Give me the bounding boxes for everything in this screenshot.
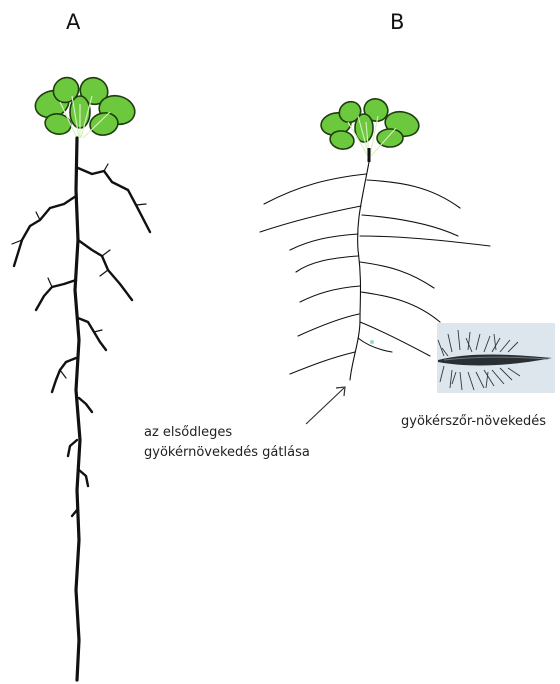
plant-a-lateral-root [14, 196, 76, 266]
plant-a-rosette [32, 72, 138, 138]
panel-label-b: B [390, 10, 404, 34]
plant-b-lateral-root [290, 234, 358, 250]
plant-b-lateral-root [361, 292, 440, 322]
plant-b-primary-root [350, 162, 369, 380]
plant-a [12, 72, 150, 680]
plant-a-lateral-root [78, 240, 132, 300]
plant-b-rosette [319, 95, 421, 162]
plant-a-lateral-root [79, 470, 88, 486]
panel-label-a: A [66, 10, 80, 34]
plant-a-root-system [12, 138, 150, 680]
plant-b-lateral-root [367, 180, 460, 208]
arrow-icon [306, 387, 345, 424]
plant-b-lateral-root [260, 206, 361, 232]
plant-b-lateral-root [300, 286, 360, 302]
plant-b-lateral-root [358, 338, 392, 352]
plant-b-lateral-root [264, 174, 366, 204]
plant-b-lateral-root [360, 322, 430, 356]
primary-root-inhibition-line-2: gyökérnövekedés gátlása [144, 443, 310, 463]
plant-a-lateral-root [36, 280, 76, 310]
root-tip-dot [370, 340, 374, 344]
plant-a-lateral-root [72, 510, 77, 516]
plant-b-lateral-root [290, 352, 355, 374]
plant-a-primary-root [75, 138, 80, 680]
plant-a-lateral-root [78, 168, 150, 232]
plant-b-lateral-root [298, 314, 359, 336]
primary-root-inhibition-label: az elsődleges gyökérnövekedés gátlása [144, 423, 310, 463]
primary-root-inhibition-line-1: az elsődleges [144, 423, 310, 443]
root-hair-growth-label: gyökérszőr-növekedés [401, 412, 546, 432]
plant-a-lateral-root [78, 318, 106, 350]
plant-b-lateral-root [360, 262, 434, 288]
root-hair-photo [437, 323, 555, 393]
plant-b-lateral-root [360, 236, 490, 246]
plant-a-lateral-root [79, 398, 92, 412]
plant-b-lateral-root [296, 256, 358, 272]
plant-a-lateral-root [68, 440, 77, 456]
plant-b-lateral-root [362, 215, 458, 236]
